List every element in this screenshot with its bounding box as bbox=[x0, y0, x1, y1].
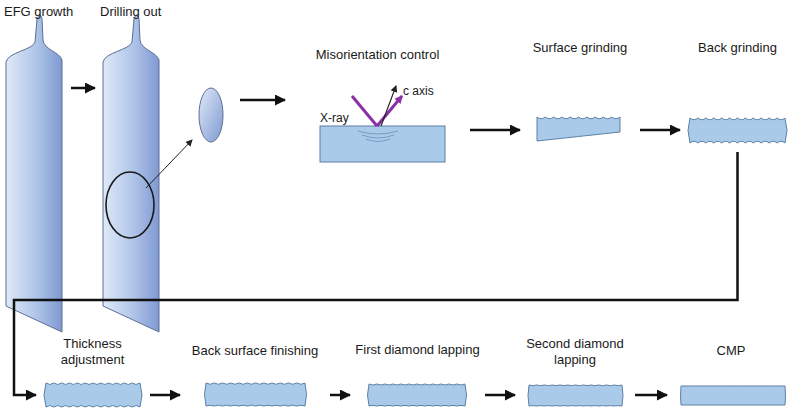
c-axis-arrow bbox=[381, 86, 396, 126]
wafer bbox=[44, 383, 142, 407]
process-step: First diamond lapping bbox=[355, 335, 480, 410]
flow-arrow bbox=[14, 152, 738, 395]
drill-arrow bbox=[146, 140, 192, 188]
xray-in bbox=[352, 96, 377, 126]
step-label: EFG growth bbox=[4, 4, 88, 20]
wafer bbox=[681, 386, 786, 405]
annotation-label: c axis bbox=[403, 84, 434, 98]
process-step: CMP bbox=[672, 335, 790, 410]
process-step: Surface grinding bbox=[525, 38, 635, 148]
flow-arrow bbox=[330, 394, 350, 397]
step-label: Back grinding bbox=[685, 40, 790, 56]
annotation-label: X-ray bbox=[320, 111, 349, 125]
step-label: Thickness adjustment bbox=[40, 336, 145, 368]
wafer-disc bbox=[199, 88, 223, 142]
process-step: Back surface finishing bbox=[185, 335, 325, 410]
flow-arrow bbox=[635, 394, 667, 397]
drilled-ribbon bbox=[103, 15, 159, 332]
wafer bbox=[368, 384, 467, 406]
flow-arrow bbox=[470, 129, 520, 132]
flow-arrow bbox=[150, 394, 180, 397]
flow-arrow bbox=[640, 129, 680, 132]
wafer bbox=[205, 383, 307, 406]
process-step: Second diamond lapping bbox=[520, 335, 630, 410]
wafer bbox=[537, 117, 620, 141]
process-step: Thickness adjustment bbox=[40, 335, 145, 410]
efg-ribbon bbox=[6, 15, 62, 332]
wafer bbox=[528, 385, 623, 406]
step-label: Misorientation control bbox=[290, 47, 465, 63]
process-step: Misorientation control bbox=[290, 45, 465, 165]
step-label: Drilling out bbox=[100, 4, 190, 20]
process-step: EFG growth bbox=[4, 2, 66, 334]
lattice-lines bbox=[358, 131, 398, 142]
step-label: Second diamond lapping bbox=[520, 336, 630, 368]
flow-arrow bbox=[485, 394, 515, 397]
step-label: Back surface finishing bbox=[185, 343, 325, 359]
flow-arrow bbox=[71, 87, 95, 90]
step-label: First diamond lapping bbox=[355, 342, 480, 358]
wafer bbox=[688, 118, 787, 143]
flow-arrow bbox=[240, 99, 285, 102]
step-label: CMP bbox=[672, 343, 790, 359]
process-step: Drilling out bbox=[100, 2, 235, 334]
oriented-wafer bbox=[320, 126, 445, 162]
step-label: Surface grinding bbox=[525, 40, 635, 56]
xray-out bbox=[377, 96, 402, 126]
process-step: Back grinding bbox=[685, 38, 790, 148]
drill-circle bbox=[106, 172, 154, 238]
